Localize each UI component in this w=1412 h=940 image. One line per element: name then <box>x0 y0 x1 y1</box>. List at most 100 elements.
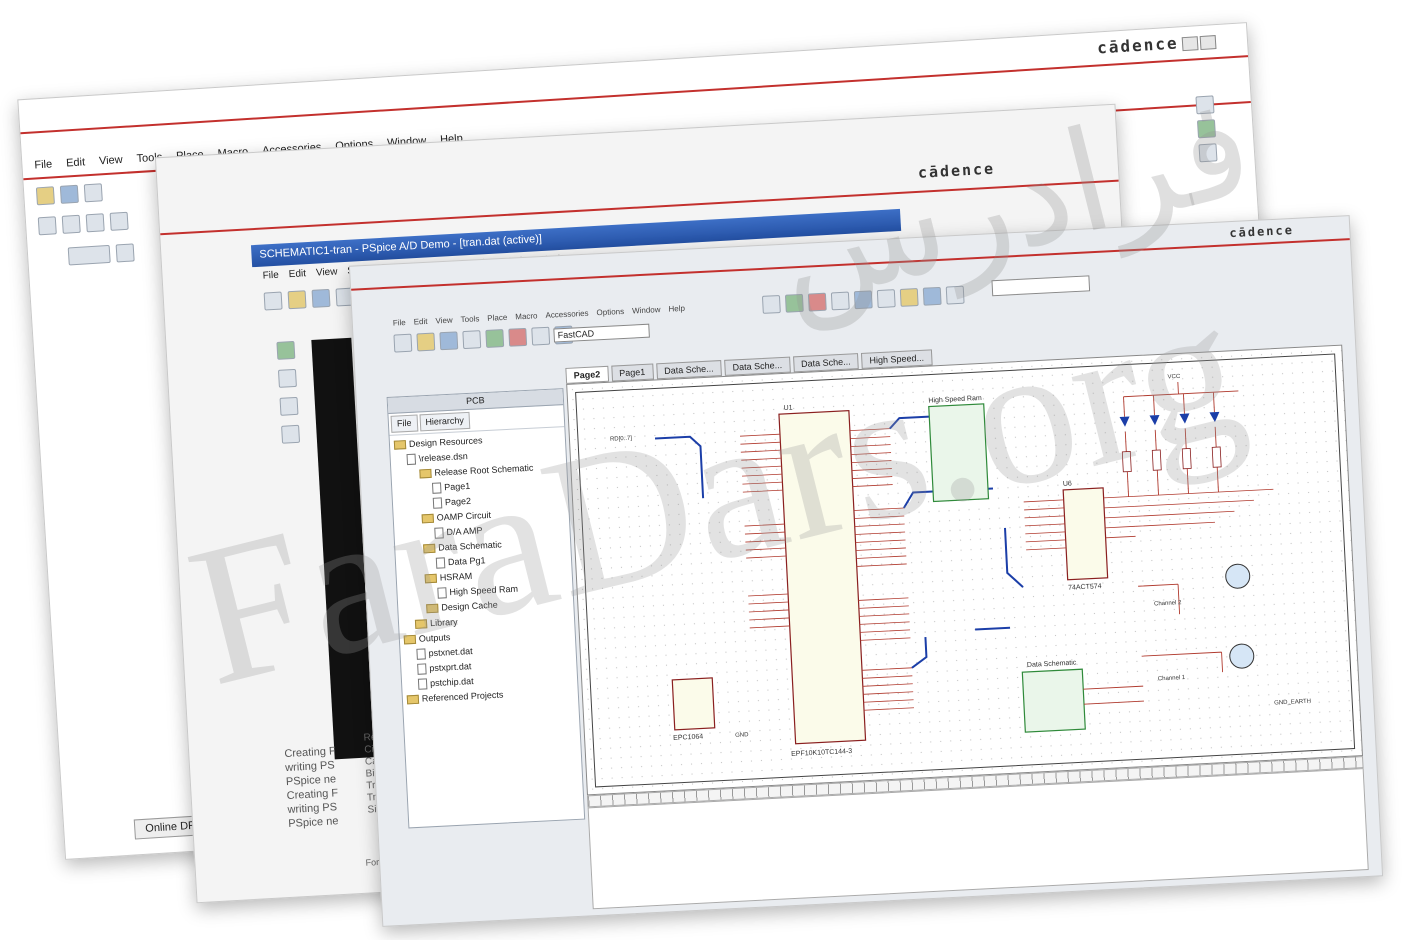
net-gnd-earth: GND_EARTH <box>1274 699 1311 707</box>
menu-item[interactable]: Options <box>596 306 625 318</box>
menu-item[interactable]: Accessories <box>545 308 589 320</box>
config-prom-label: EPC1064 <box>673 733 703 742</box>
tree-item-label: Release Root Schematic <box>434 462 534 478</box>
folder-icon <box>419 468 432 479</box>
schematic-canvas[interactable]: U1 EPF10K10TC144-3 <box>566 344 1364 796</box>
print-icon[interactable] <box>462 330 482 350</box>
open-icon[interactable] <box>35 186 55 206</box>
project-tab-1[interactable]: Hierarchy <box>419 411 471 432</box>
hand-icon[interactable] <box>67 244 111 266</box>
run-icon[interactable] <box>276 340 296 360</box>
trace-icon[interactable] <box>281 424 301 444</box>
menu-item[interactable]: Edit <box>288 268 307 281</box>
back-toolbar-3 <box>67 243 135 266</box>
help-icon[interactable] <box>945 285 965 305</box>
fpga-ref: U1 <box>783 405 792 412</box>
data-schematic-label: Data Schematic <box>1027 659 1077 669</box>
tree-item-label: HSRAM <box>439 570 473 583</box>
tree-item-label: OAMP Circuit <box>436 509 492 523</box>
grid-icon[interactable] <box>61 214 81 234</box>
print-icon[interactable] <box>83 183 103 203</box>
file-icon <box>406 453 417 466</box>
tree-item-label: pstchip.dat <box>429 676 474 689</box>
menu-item[interactable]: Place <box>487 312 508 323</box>
save-icon[interactable] <box>311 288 331 308</box>
maximize-icon[interactable] <box>1199 35 1217 51</box>
minimize-icon[interactable] <box>1181 36 1199 52</box>
high-speed-ram-label: High Speed Ram <box>928 395 982 405</box>
folder-icon <box>403 634 417 645</box>
zoom-in-icon[interactable] <box>761 295 781 314</box>
menu-item[interactable]: File <box>392 317 406 328</box>
net-channel-1: Channel 1 <box>1158 675 1186 682</box>
config-prom-symbol <box>671 677 716 731</box>
save-icon[interactable] <box>59 184 79 204</box>
folder-icon <box>393 440 407 450</box>
menu-item[interactable]: Tools <box>460 314 480 325</box>
cadence-logo: cādence <box>917 159 996 182</box>
bom-icon[interactable] <box>922 286 942 306</box>
search-combo[interactable] <box>991 275 1091 297</box>
menu-item[interactable]: View <box>98 153 124 168</box>
menu-item[interactable]: File <box>34 158 53 172</box>
drc-icon[interactable] <box>876 289 896 309</box>
part-icon[interactable] <box>1198 143 1218 163</box>
back-toolbar-2 <box>37 211 129 236</box>
tree-item-label: D/A AMP <box>446 525 483 538</box>
layer-icon[interactable] <box>85 213 105 233</box>
menu-item[interactable]: Help <box>668 303 686 314</box>
tree-item-label: High Speed Ram <box>449 583 519 598</box>
probe-icon[interactable] <box>277 368 297 388</box>
schematic-drawing: U1 EPF10K10TC144-3 <box>575 353 1356 788</box>
marker-icon[interactable] <box>279 396 299 416</box>
redo-icon[interactable] <box>508 327 528 347</box>
menu-item[interactable]: View <box>315 266 338 279</box>
net-channel-2: Channel 2 <box>1154 600 1182 607</box>
new-icon[interactable] <box>393 333 413 353</box>
capture-toolbar-top <box>761 285 965 314</box>
place-icon[interactable] <box>115 243 135 263</box>
net-rd: RD[0..7] <box>610 436 633 443</box>
pointer-icon[interactable] <box>1195 95 1215 115</box>
save-icon[interactable] <box>439 331 459 351</box>
file-icon <box>431 482 442 494</box>
menu-item[interactable]: Macro <box>515 311 538 322</box>
cut-icon[interactable] <box>531 326 551 346</box>
wire-icon[interactable] <box>1196 119 1217 139</box>
open-icon[interactable] <box>287 290 307 310</box>
new-icon[interactable] <box>263 291 283 311</box>
file-icon <box>417 663 427 675</box>
capture-toolbar <box>393 325 574 353</box>
zoom-icon[interactable] <box>37 216 57 236</box>
copy-icon[interactable] <box>109 211 129 231</box>
tree-item-label: Outputs <box>418 632 451 644</box>
zoom-area-icon[interactable] <box>807 292 827 312</box>
net-vcc: VCC <box>1167 374 1181 381</box>
menu-item[interactable]: Edit <box>413 316 428 327</box>
tree-item-label: \release.dsn <box>418 451 468 464</box>
project-tab-0[interactable]: File <box>390 414 418 433</box>
fpga-part: EPF10K10TC144-3 <box>791 748 852 758</box>
back-toolbar <box>35 183 103 206</box>
menu-item[interactable]: File <box>262 269 280 282</box>
menu-item[interactable]: Edit <box>65 156 86 170</box>
folder-icon <box>421 513 435 524</box>
tree-item-label: Design Resources <box>408 435 483 449</box>
bnc2-connector <box>1229 643 1255 669</box>
menu-item[interactable]: Window <box>631 305 661 316</box>
menu-item[interactable]: View <box>435 315 453 326</box>
zoom-out-icon[interactable] <box>784 293 804 313</box>
high-speed-ram-block <box>928 403 990 503</box>
file-icon <box>416 648 426 660</box>
zoom-all-icon[interactable] <box>830 291 850 311</box>
tree-item-label: Page2 <box>444 495 472 508</box>
annotate-icon[interactable] <box>853 290 873 310</box>
latch-ref: U6 <box>1063 480 1072 487</box>
folder-icon <box>414 619 428 629</box>
undo-icon[interactable] <box>485 329 505 348</box>
open-icon[interactable] <box>416 332 436 352</box>
netlist-icon[interactable] <box>899 288 919 307</box>
